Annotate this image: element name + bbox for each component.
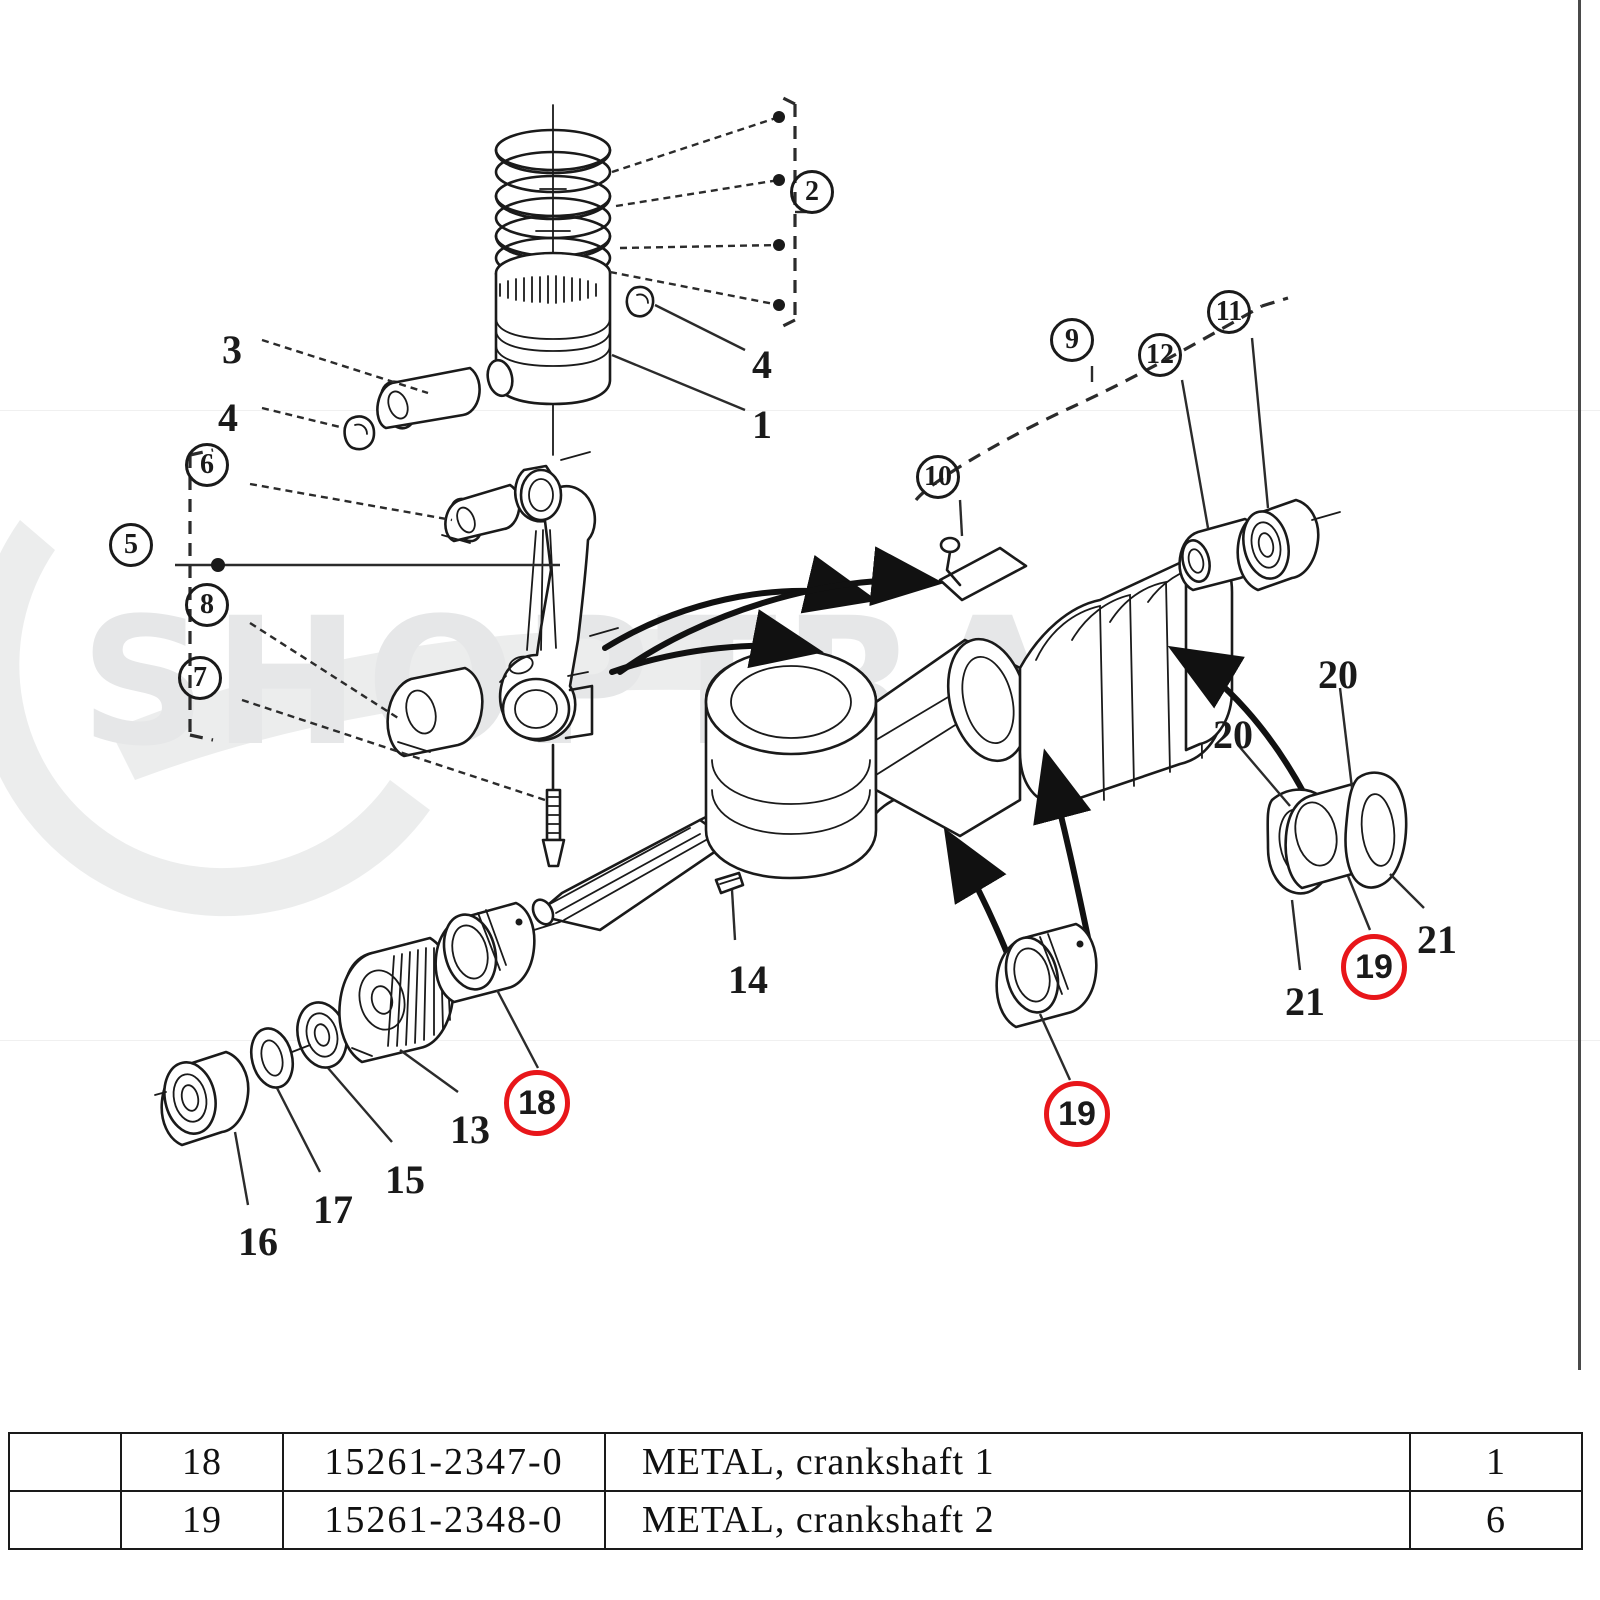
callout-14: 14 bbox=[728, 957, 768, 1002]
callout-20: 20 bbox=[1318, 652, 1358, 697]
callout-13: 13 bbox=[450, 1107, 490, 1152]
callout-9: 9 bbox=[1050, 318, 1094, 362]
cell-ref: 18 bbox=[120, 1432, 284, 1492]
crankshaft-metal-2-centre bbox=[995, 922, 1098, 1081]
highlighted-callout-19: 19 bbox=[1044, 1081, 1110, 1147]
highlighted-callout-18: 18 bbox=[504, 1070, 570, 1136]
callout-17: 17 bbox=[313, 1187, 353, 1232]
snap-ring bbox=[625, 285, 655, 318]
front-gear-train bbox=[154, 889, 737, 1206]
callout-10: 10 bbox=[916, 455, 960, 499]
assembly-arrows bbox=[602, 546, 1308, 1003]
cell-description: METAL, crankshaft 1 bbox=[604, 1432, 1411, 1492]
woodruff-key bbox=[714, 871, 745, 895]
callout-20: 20 bbox=[1213, 712, 1253, 757]
scan-artifact-line bbox=[0, 1040, 1600, 1041]
cell-quantity: 1 bbox=[1409, 1432, 1583, 1492]
callout-7: 7 bbox=[178, 656, 222, 700]
scan-artifact-line bbox=[0, 410, 1600, 411]
cell-description: METAL, crankshaft 2 bbox=[604, 1490, 1411, 1550]
callout-8: 8 bbox=[185, 583, 229, 627]
callout-3: 3 bbox=[222, 327, 242, 372]
cell-blank bbox=[8, 1490, 122, 1550]
callout-21: 21 bbox=[1417, 917, 1457, 962]
callout-1: 1 bbox=[752, 402, 772, 447]
exploded-assembly-drawing: .s{fill:none;stroke:#1a1a1a;stroke-width… bbox=[154, 95, 1425, 1206]
piston-rings bbox=[494, 128, 612, 280]
piston-group bbox=[486, 95, 806, 456]
cell-blank bbox=[8, 1432, 122, 1492]
callout-4: 4 bbox=[218, 395, 238, 440]
pin-snap-ring bbox=[343, 415, 376, 451]
callout-4: 4 bbox=[752, 342, 772, 387]
callout-5: 5 bbox=[109, 523, 153, 567]
callout-21: 21 bbox=[1285, 979, 1325, 1024]
crankshaft-group bbox=[531, 536, 1308, 1003]
callout-6: 6 bbox=[185, 443, 229, 487]
cell-ref: 19 bbox=[120, 1490, 284, 1550]
rod-bolt bbox=[541, 743, 566, 868]
crank-gear bbox=[338, 936, 455, 1064]
callout-16: 16 bbox=[238, 1219, 278, 1264]
page-right-border bbox=[1578, 0, 1581, 1370]
rod-bearing-shell bbox=[386, 666, 484, 758]
connecting-rod bbox=[498, 451, 619, 742]
piston-body bbox=[486, 251, 612, 406]
crankshaft-metal-1 bbox=[434, 901, 561, 1004]
connecting-rod-group bbox=[175, 448, 619, 868]
rear-parts-group bbox=[914, 296, 1341, 592]
thrust-washer bbox=[249, 1027, 295, 1089]
thrust-bearing-set bbox=[1237, 687, 1425, 971]
callout-12: 12 bbox=[1138, 333, 1182, 377]
callout-11: 11 bbox=[1207, 290, 1251, 334]
cell-part-number: 15261-2347-0 bbox=[282, 1432, 606, 1492]
callout-15: 15 bbox=[385, 1157, 425, 1202]
rear-bearing bbox=[1236, 498, 1341, 592]
front-bearing bbox=[154, 1050, 250, 1147]
cell-quantity: 6 bbox=[1409, 1490, 1583, 1550]
cell-part-number: 15261-2348-0 bbox=[282, 1490, 606, 1550]
piston-pin-group bbox=[261, 338, 481, 451]
callout-2: 2 bbox=[790, 170, 834, 214]
highlighted-callout-19: 19 bbox=[1341, 934, 1407, 1000]
small-end-bush bbox=[441, 483, 521, 544]
